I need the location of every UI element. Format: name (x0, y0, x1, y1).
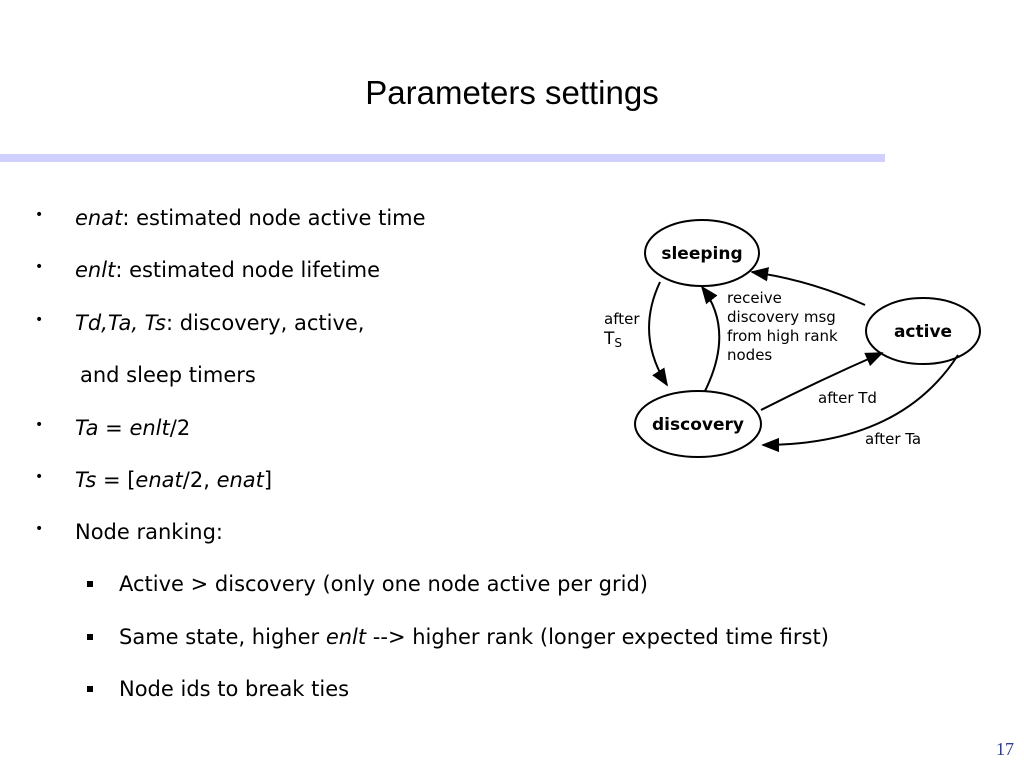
text-run: --> higher rank (longer expected time fi… (366, 625, 829, 649)
italic-term: enlt (325, 625, 367, 649)
label-receive-2: discovery msg (727, 308, 836, 326)
bullet-dot-icon: • (35, 207, 44, 223)
italic-term: Ta (75, 416, 99, 440)
text-run: = [ (96, 468, 136, 492)
text-run: : estimated node active time (122, 206, 426, 230)
text-run: ] (263, 468, 273, 492)
arrow-discovery-to-sleeping (700, 285, 721, 392)
square-bullet-icon (87, 581, 93, 587)
bullet-dot-icon: • (35, 469, 44, 485)
label-receive-4: nodes (727, 346, 772, 364)
bullet-dot-icon: • (35, 312, 44, 328)
state-transition-diagram: sleeping active discovery after TS recei… (603, 219, 981, 458)
state-active-node (865, 297, 981, 365)
bullet-text: Node ranking: (75, 522, 223, 543)
text-run: : estimated node lifetime (115, 258, 380, 282)
italic-term: Ts (75, 468, 97, 492)
title-underline-bar (0, 154, 885, 162)
italic-term: enat (75, 206, 123, 230)
bullet-text: Td,Ta, Ts: discovery, active, (75, 313, 364, 334)
bullet-dot-icon: • (35, 259, 44, 275)
subbullet-text: Active > discovery (only one node active… (119, 574, 648, 595)
label-receive-3: from high rank (727, 327, 838, 345)
text-run: Same state, higher (119, 625, 326, 649)
arrow-active-to-discovery (761, 354, 959, 453)
square-bullet-icon (87, 686, 93, 692)
text-run: : discovery, active, (165, 311, 365, 335)
label-receive-1: receive (727, 289, 782, 307)
arrow-active-to-sleeping (750, 267, 866, 306)
bullet-text: Ta = enlt/2 (75, 418, 190, 439)
bullet-dot-icon: • (35, 417, 44, 433)
state-active-label: active (894, 322, 952, 342)
label-after-ta: after Ta (865, 430, 921, 448)
text-run: = (98, 416, 130, 440)
state-discovery-node (634, 390, 762, 458)
italic-term: enlt (129, 416, 170, 440)
italic-term: enlt (75, 258, 116, 282)
text-run: Node ranking: (75, 520, 224, 544)
arrow-sleeping-to-discovery (648, 281, 668, 387)
label-after: after (604, 310, 640, 328)
state-sleeping-label: sleeping (661, 244, 742, 264)
bullet-continuation-text: and sleep timers (80, 363, 256, 387)
label-ts: TS (603, 329, 622, 350)
state-discovery-label: discovery (652, 415, 744, 435)
slide-title: Parameters settings (365, 74, 659, 111)
square-bullet-icon (87, 634, 93, 640)
bullet-text: enlt: estimated node lifetime (75, 260, 380, 281)
page-number: 17 (996, 739, 1014, 759)
text-run: /2 (169, 416, 191, 440)
italic-term: Td,Ta, Ts (75, 311, 166, 335)
label-after-td: after Td (818, 389, 877, 407)
text-run: Node ids to break ties (119, 677, 350, 701)
text-run: Active > discovery (only one node active… (119, 572, 648, 596)
italic-term: enat (216, 468, 264, 492)
bullet-dot-icon: • (35, 521, 44, 537)
subbullet-text: Node ids to break ties (119, 679, 349, 700)
italic-term: enat (135, 468, 183, 492)
bullet-text: Ts = [enat/2, enat] (75, 470, 272, 491)
text-run: /2, (182, 468, 217, 492)
subbullet-text: Same state, higher enlt --> higher rank … (119, 627, 829, 648)
arrow-discovery-to-active (760, 352, 884, 411)
bullet-text: enat: estimated node active time (75, 208, 426, 229)
